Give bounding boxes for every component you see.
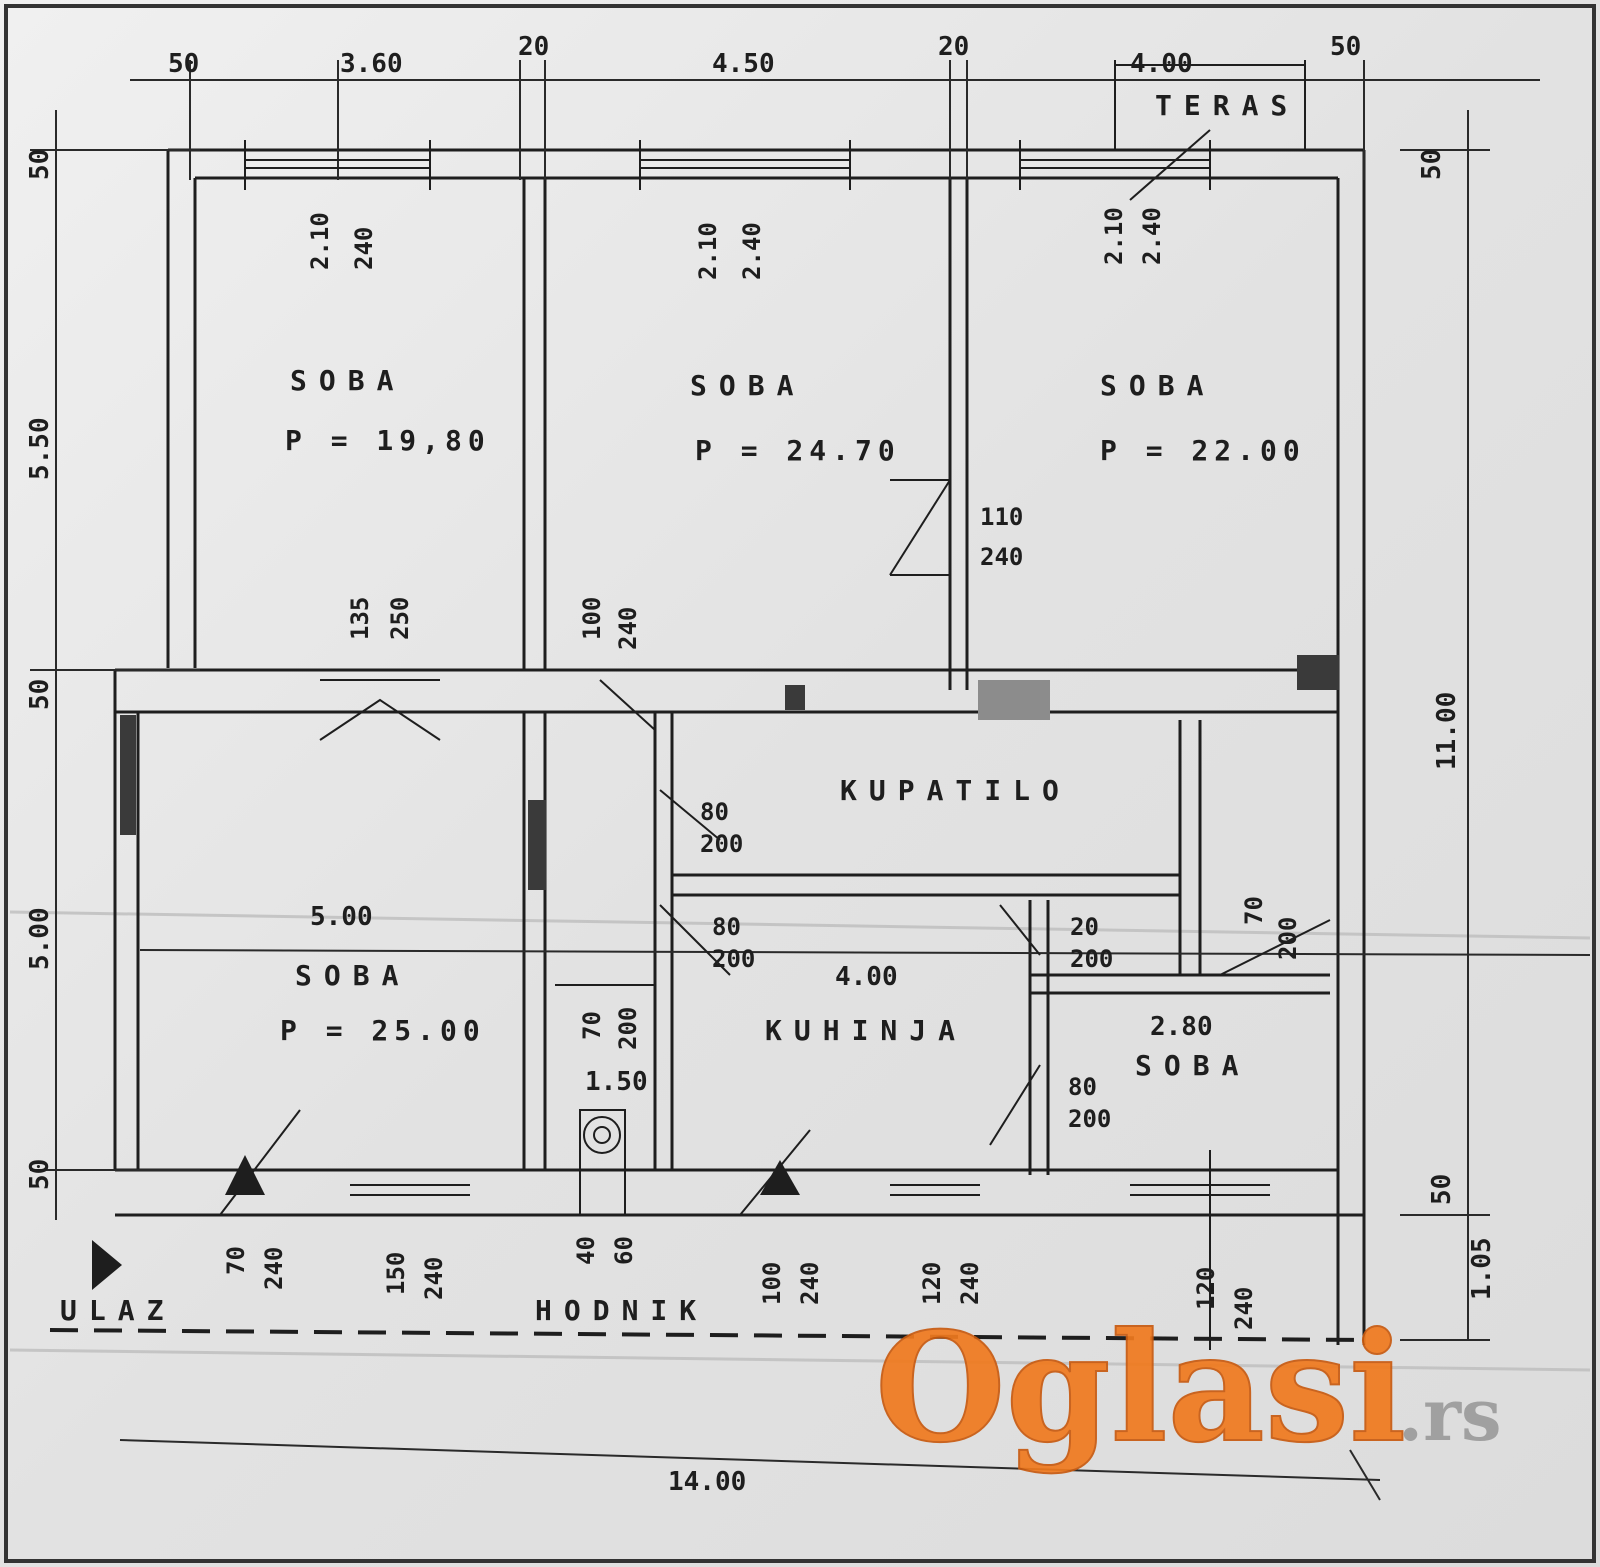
op-bottom-window-2-b: 240 — [420, 1257, 448, 1300]
room-label-soba-4: SOBA — [295, 959, 410, 992]
room-area-soba-1: P = 19,80 — [285, 424, 491, 457]
op-kuh-door-4-a: 80 — [1068, 1073, 1097, 1101]
op-door-row-2-b: 240 — [614, 607, 642, 650]
op-door-row-2-a: 100 — [578, 597, 606, 640]
room-label-kupatilo: KUPATILO — [840, 774, 1071, 807]
op-bottom-window-5-b: 240 — [956, 1262, 984, 1305]
dim-top-3: 4.50 — [712, 49, 775, 79]
walls — [49, 148, 1366, 1345]
oglasi-watermark-logo: Oglasi .rs — [874, 1299, 1502, 1477]
dim-inner-2: 2.80 — [1150, 1012, 1213, 1042]
op-bottom-window-3-b: 60 — [610, 1236, 638, 1265]
room-area-soba-3: P = 22.00 — [1100, 434, 1306, 467]
op-top-window-2-b: 2.40 — [738, 222, 766, 280]
chimneys — [120, 655, 1339, 890]
op-top-window-1-b: 240 — [350, 227, 378, 270]
op-kup-door-2-a: 80 — [712, 913, 741, 941]
dim-top-6: 50 — [1330, 32, 1361, 62]
room-label-soba-5: SOBA — [1135, 1049, 1250, 1082]
dim-inner-3: 1.50 — [585, 1067, 648, 1097]
chimney-mark — [785, 685, 805, 710]
op-mid-door-b: 240 — [980, 543, 1023, 571]
dim-left-4: 50 — [25, 1159, 55, 1190]
op-top-window-3-b: 2.40 — [1138, 207, 1166, 265]
dim-top-4: 20 — [938, 32, 969, 62]
op-bottom-window-3-a: 40 — [572, 1236, 600, 1265]
op-kup-door-1-a: 80 — [700, 798, 729, 826]
dim-left-2: 50 — [25, 679, 55, 710]
dim-top-2: 20 — [518, 32, 549, 62]
room-label-teras: TERAS — [1155, 89, 1299, 122]
op-bottom-window-6-b: 240 — [1230, 1287, 1258, 1330]
op-kuh-door-3-b: 200 — [1274, 917, 1302, 960]
op-top-window-1-a: 2.10 — [306, 212, 334, 270]
dim-right-2: 50 — [1427, 1174, 1457, 1205]
room-label-hodnik: HODNIK — [535, 1294, 708, 1327]
dim-left-1: 5.50 — [25, 417, 55, 480]
dim-inner-1: 4.00 — [835, 962, 898, 992]
entrance-arrows — [92, 1155, 800, 1290]
entrance-arrow-icon — [92, 1240, 122, 1290]
op-bottom-window-5-a: 120 — [918, 1262, 946, 1305]
op-bottom-window-2-a: 150 — [382, 1252, 410, 1295]
op-bottom-window-6-a: 120 — [1192, 1267, 1220, 1310]
sheet-border — [4, 4, 1596, 1563]
chimney-mark — [528, 800, 546, 890]
dimension-lines — [30, 60, 1591, 1501]
paper-folds — [9, 910, 1591, 1372]
chimney-mark — [1297, 655, 1339, 690]
window-arrow-icon — [225, 1155, 265, 1195]
dim-top-0: 50 — [168, 49, 199, 79]
dim-right-3: 1.05 — [1467, 1237, 1497, 1300]
op-top-window-3-a: 2.10 — [1100, 207, 1128, 265]
op-kuh-door-3-a: 70 — [1240, 896, 1268, 925]
dim-left-0: 50 — [25, 149, 55, 180]
op-kuh-door-2-b: 200 — [1070, 945, 1113, 973]
op-bottom-window-1-a: 70 — [222, 1246, 250, 1275]
watermark-brand: Oglasi — [875, 1300, 1406, 1476]
dim-bottom-total: 14.00 — [668, 1467, 746, 1497]
window-arrow-icon — [760, 1160, 800, 1195]
op-kup-door-1-b: 200 — [700, 830, 743, 858]
op-kuh-door-1-b: 200 — [614, 1007, 642, 1050]
chimney-mark — [120, 715, 136, 835]
room-label-kuhinja: KUHINJA — [765, 1014, 967, 1047]
op-door-row-1-b: 250 — [386, 597, 414, 640]
op-door-row-1-a: 135 — [346, 597, 374, 640]
room-label-soba-3: SOBA — [1100, 369, 1215, 402]
room-area-soba-2: P = 24.70 — [695, 434, 901, 467]
op-bottom-window-4-a: 100 — [758, 1262, 786, 1305]
watermark-tld: .rs — [1398, 1372, 1502, 1457]
op-bottom-window-1-b: 240 — [260, 1247, 288, 1290]
dim-inner-0: 5.00 — [310, 902, 373, 932]
op-bottom-window-4-b: 240 — [796, 1262, 824, 1305]
room-area-soba-4: P = 25.00 — [280, 1014, 486, 1047]
op-kup-door-2-b: 200 — [712, 945, 755, 973]
room-label-soba-2: SOBA — [690, 369, 805, 402]
room-label-ulaz: ULAZ — [60, 1294, 175, 1327]
dim-right-0: 50 — [1417, 149, 1447, 180]
op-kuh-door-4-b: 200 — [1068, 1105, 1111, 1133]
op-top-window-2-a: 2.10 — [694, 222, 722, 280]
dim-left-3: 5.00 — [25, 907, 55, 970]
op-kuh-door-2-a: 20 — [1070, 913, 1099, 941]
op-kuh-door-1-a: 70 — [578, 1011, 606, 1040]
opening-marks — [219, 60, 1331, 1350]
chimney-mark — [978, 680, 1050, 720]
room-label-soba-1: SOBA — [290, 364, 405, 397]
op-mid-door-a: 110 — [980, 503, 1023, 531]
dim-top-5: 4.00 — [1130, 49, 1193, 79]
dim-top-1: 3.60 — [340, 49, 403, 79]
dim-right-1: 11.00 — [1432, 692, 1462, 770]
